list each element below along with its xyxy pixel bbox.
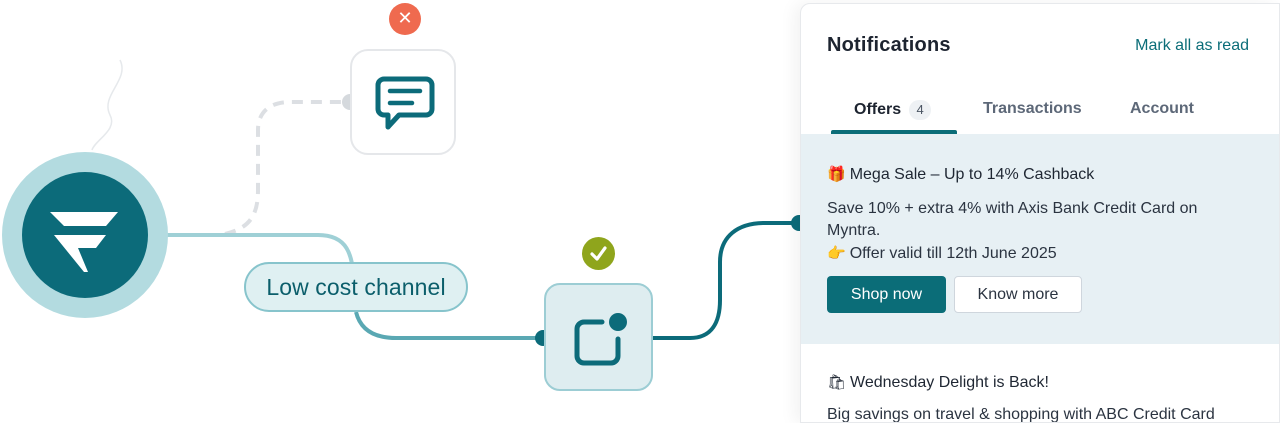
tab-transactions[interactable]: Transactions <box>983 100 1082 118</box>
tab-label: Account <box>1130 100 1194 117</box>
tab-label: Offers <box>854 101 902 118</box>
app-notification-icon <box>574 313 627 366</box>
sms-channel-node[interactable] <box>350 49 456 155</box>
panel-title: Notifications <box>827 34 951 56</box>
notification-title: 🛍Wednesday Delight is Back! <box>827 373 1049 392</box>
brand-f-logo-icon <box>50 212 118 272</box>
notification-title-text: Mega Sale – Up to 14% Cashback <box>849 166 1095 183</box>
active-tab-indicator <box>831 130 957 134</box>
route-line-lower <box>354 311 543 340</box>
mark-all-read-link[interactable]: Mark all as read <box>1135 37 1249 54</box>
pointing-hand-icon: 👉 <box>827 244 846 262</box>
notification-title-text: Wednesday Delight is Back! <box>850 374 1049 391</box>
app-channel-node[interactable] <box>544 283 653 391</box>
failed-route-line <box>224 100 348 236</box>
shop-now-button[interactable]: Shop now <box>827 276 946 313</box>
close-icon: ✕ <box>389 3 421 35</box>
flow-canvas: ✕ Low cost channel <box>2 3 800 391</box>
notification-item[interactable]: 🛍Wednesday Delight is Back! Big savings … <box>801 344 1279 423</box>
notification-body: Save 10% + extra 4% with Axis Bank Credi… <box>827 198 1247 265</box>
notification-body: Big savings on travel & shopping with AB… <box>827 406 1215 423</box>
gift-icon: 🎁 <box>827 165 846 183</box>
tab-label: Transactions <box>983 100 1082 117</box>
notification-body-line: Save 10% + extra 4% with Axis Bank Credi… <box>827 200 1198 217</box>
low-cost-channel-label: Low cost channel <box>244 262 468 312</box>
shopping-bags-icon: 🛍 <box>827 373 847 391</box>
notification-title: 🎁Mega Sale – Up to 14% Cashback <box>827 165 1094 184</box>
chat-bubble-icon <box>375 76 435 130</box>
offer-validity-text: Offer valid till 12th June 2025 <box>849 245 1057 262</box>
tab-account[interactable]: Account <box>1130 100 1194 118</box>
delivery-line <box>653 221 799 340</box>
check-icon <box>582 237 615 270</box>
know-more-button[interactable]: Know more <box>954 276 1082 313</box>
panel-connector-dot <box>791 215 800 231</box>
tab-offers[interactable]: Offers 4 <box>854 100 932 120</box>
notification-tabs: Offers 4 Transactions Account <box>801 84 1279 134</box>
decorative-wisp <box>91 59 123 151</box>
offers-count-badge: 4 <box>909 100 932 120</box>
notification-body-line: Myntra. <box>827 222 881 239</box>
offer-validity: 👉Offer valid till 12th June 2025 <box>827 242 1247 265</box>
notifications-panel: Notifications Mark all as read Offers 4 T… <box>800 3 1280 423</box>
